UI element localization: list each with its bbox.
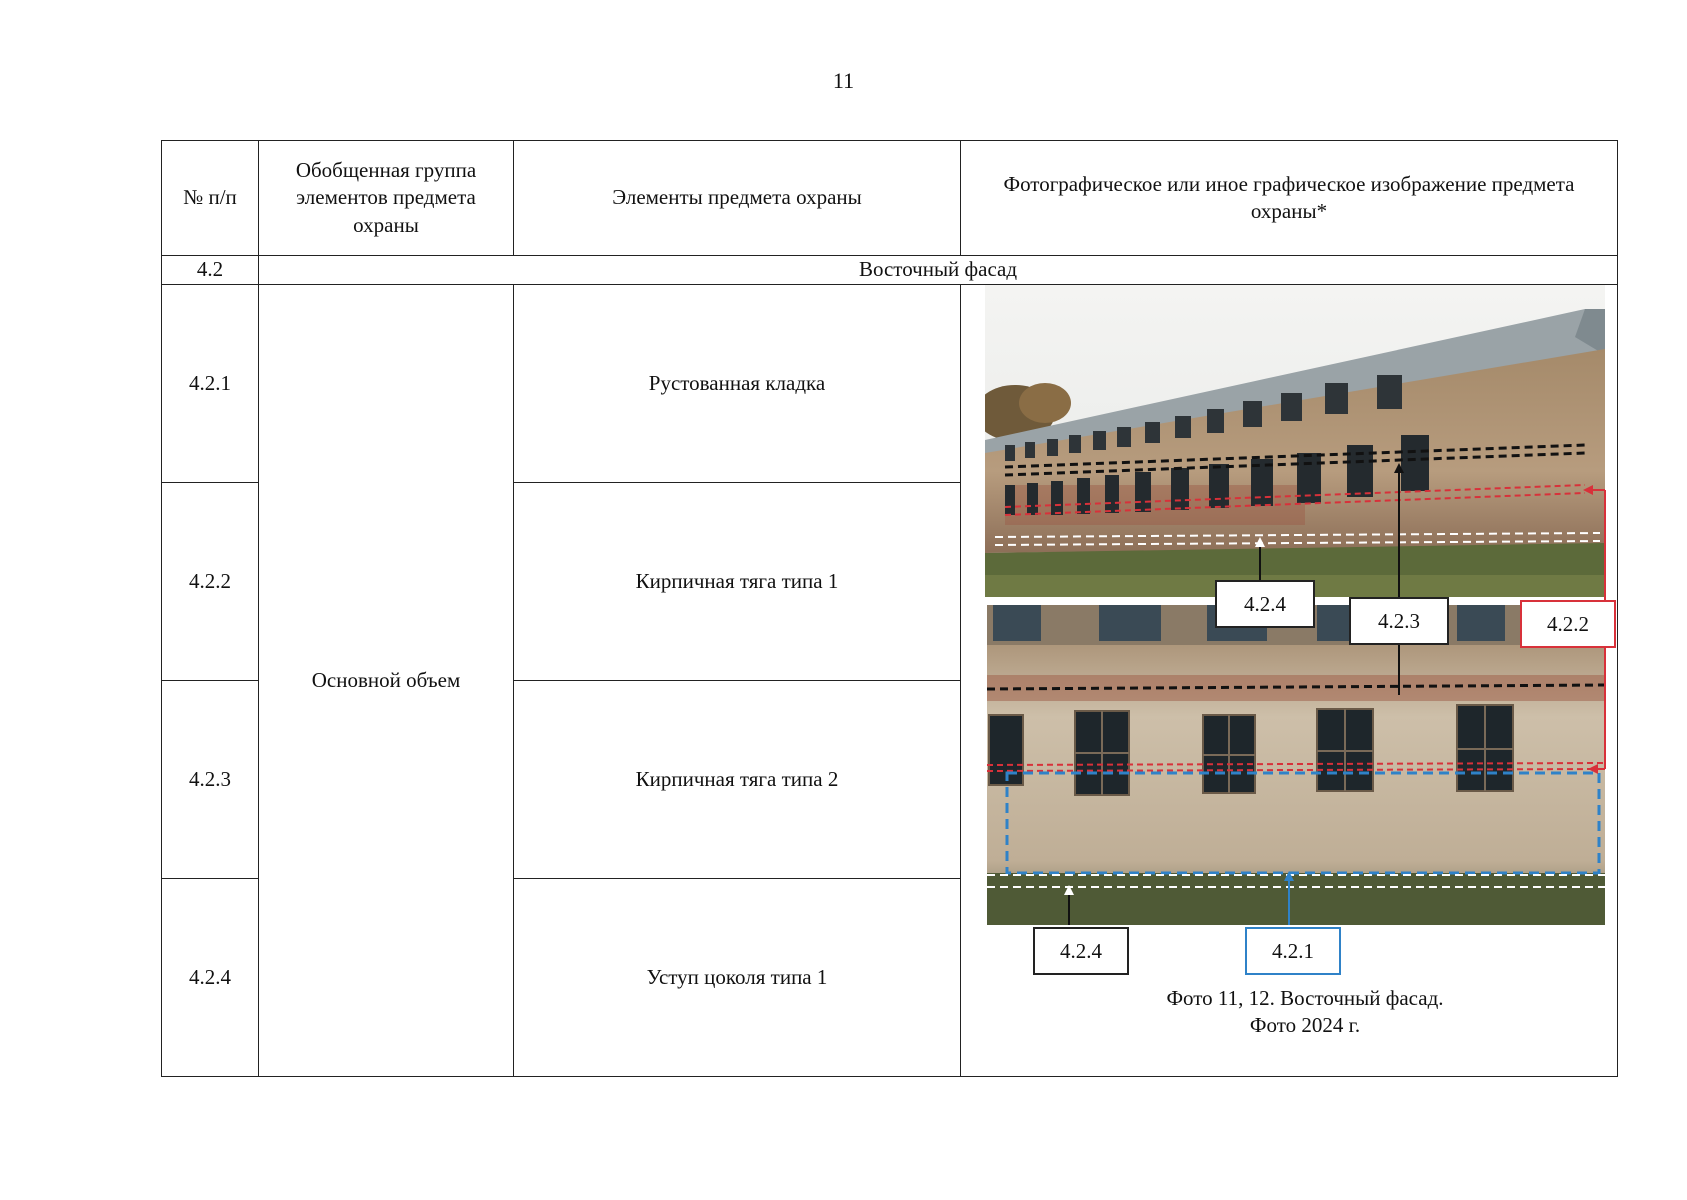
header-num: № п/п [161, 140, 259, 256]
photo-bottom [986, 605, 1606, 925]
tag-rustication: 4.2.1 [1245, 927, 1341, 975]
tag-brick-belt-1: 4.2.2 [1520, 600, 1616, 648]
row-num: 4.2.4 [161, 878, 259, 1077]
header-group: Обобщенная группа элементов предмета охр… [258, 140, 514, 256]
row-element: Кирпичная тяга типа 2 [513, 680, 961, 879]
caption-line-2: Фото 2024 г. [1249, 1013, 1361, 1038]
photo-cell: 4.2.4 4.2.3 4.2.2 4.2.4 4.2.1 Фото 11, 1… [960, 284, 1618, 1077]
tag-plinth-top: 4.2.4 [1215, 580, 1315, 628]
protection-table: № п/п Обобщенная группа элементов предме… [161, 140, 1618, 1077]
tag-brick-belt-2: 4.2.3 [1349, 597, 1449, 645]
caption-line-1: Фото 11, 12. Восточный фасад. [1166, 986, 1444, 1010]
section-row: 4.2 Восточный фасад [161, 255, 1618, 285]
photo-caption: Фото 11, 12. Восточный фасад. Фото 2024 … [975, 985, 1635, 1040]
section-title: Восточный фасад [258, 255, 1618, 285]
table-row: 4.2.3 Кирпичная тяга типа 2 [161, 680, 1618, 879]
header-elements: Элементы предмета охраны [513, 140, 961, 256]
table-row: 4.2.1 Основной объем Рустованная кладка [161, 284, 1618, 1077]
section-num: 4.2 [161, 255, 259, 285]
table-header-row: № п/п Обобщенная группа элементов предме… [161, 140, 1618, 256]
table-row: 4.2.2 Кирпичная тяга типа 1 [161, 482, 1618, 681]
photo-top [985, 285, 1605, 597]
row-num: 4.2.3 [161, 680, 259, 879]
row-element: Кирпичная тяга типа 1 [513, 482, 961, 681]
header-image: Фотографическое или иное графическое изо… [960, 140, 1618, 256]
facade-photos [985, 285, 1606, 925]
row-num: 4.2.2 [161, 482, 259, 681]
row-element: Уступ цоколя типа 1 [513, 878, 961, 1077]
table-row: 4.2.4 Уступ цоколя типа 1 [161, 878, 1618, 1077]
photo-container: 4.2.4 4.2.3 4.2.2 4.2.4 4.2.1 Фото 11, 1… [975, 285, 1635, 1075]
page-number: 11 [832, 68, 855, 93]
row-element: Рустованная кладка [513, 284, 961, 483]
group-name: Основной объем [258, 284, 514, 1077]
tag-plinth-bottom: 4.2.4 [1033, 927, 1129, 975]
row-num: 4.2.1 [161, 284, 259, 483]
